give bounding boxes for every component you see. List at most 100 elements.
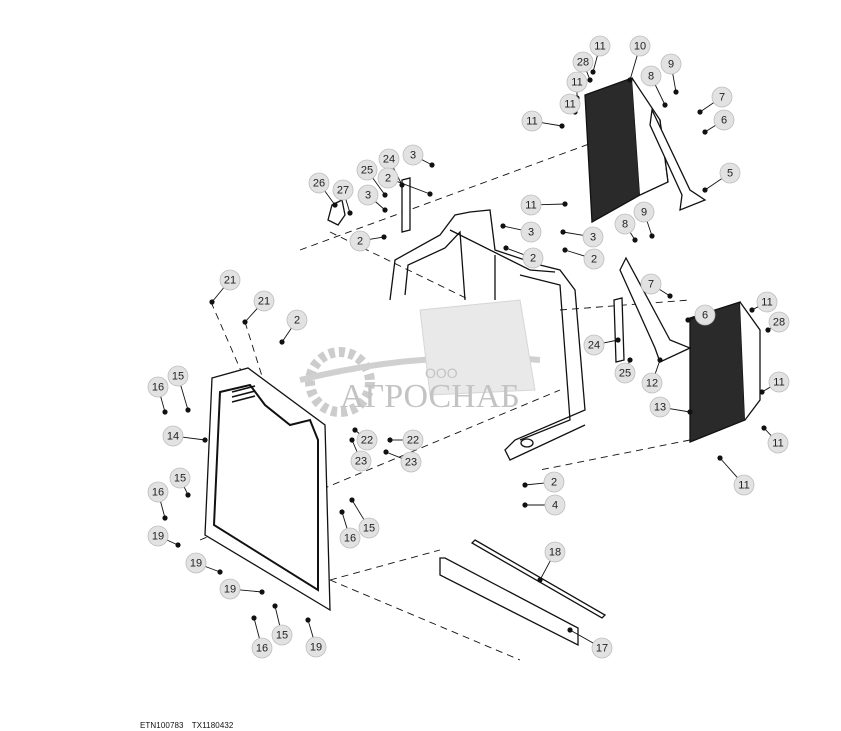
callout-bubble: [339, 527, 361, 549]
callout-23: 23: [349, 437, 372, 472]
leader-line: [564, 249, 585, 257]
callout-number: 15: [174, 473, 186, 485]
callout-11: 11: [521, 110, 565, 132]
callout-bubble: [660, 53, 682, 75]
callout-2: 2: [503, 245, 544, 269]
screen-upper: [584, 77, 669, 224]
fastener-part: [209, 299, 215, 305]
callout-number: 2: [530, 253, 536, 265]
callout-number: 7: [648, 279, 654, 291]
callout-10: 10: [627, 35, 651, 83]
fastener-part: [382, 207, 388, 213]
callout-number: 11: [564, 99, 575, 111]
callout-13: 13: [649, 396, 693, 418]
callout-16: 16: [339, 509, 361, 549]
fastener-part: [749, 307, 755, 313]
callout-number: 22: [407, 435, 419, 447]
callout-bubble: [633, 201, 655, 223]
bracket-26: [327, 199, 346, 226]
callout-bubble: [713, 109, 735, 131]
callout-number: 19: [190, 558, 202, 570]
fastener-part: [562, 247, 568, 253]
callout-number: 8: [648, 71, 654, 83]
callout-12: 12: [641, 357, 663, 394]
fastener-part: [759, 389, 765, 395]
callout-3: 3: [402, 144, 435, 168]
callout-bubble: [768, 311, 790, 333]
seal-strip-24-lower: [613, 297, 625, 363]
fastener-part: [175, 542, 181, 548]
callout-number: 8: [622, 219, 628, 231]
callout-2: 2: [562, 247, 605, 270]
drawing-code: TX1180432: [191, 721, 234, 730]
leader-line: [182, 436, 206, 441]
fastener-part: [305, 617, 311, 623]
callout-number: 19: [152, 531, 164, 543]
leader-line: [397, 181, 431, 195]
callout-bubble: [169, 467, 191, 489]
callout-bubble: [640, 65, 662, 87]
callout-6: 6: [685, 304, 716, 326]
fastener-part: [352, 427, 358, 433]
bracket-arm-lower: [619, 256, 692, 363]
leader-line: [592, 55, 598, 73]
leader-line: [524, 482, 545, 486]
callout-number: 12: [646, 378, 658, 390]
bracket-arm-upper: [649, 107, 707, 212]
fastener-part: [202, 437, 208, 443]
callout-17: 17: [567, 627, 613, 659]
callout-28: 28: [572, 51, 594, 83]
fastener-part: [702, 129, 708, 135]
callout-11: 11: [759, 371, 790, 395]
fastener-part: [562, 201, 568, 207]
fastener-part: [162, 515, 168, 521]
callout-bubble: [694, 304, 716, 326]
callout-15: 15: [271, 603, 293, 646]
callout-26: 26: [308, 172, 338, 208]
callout-bubble: [768, 371, 790, 393]
fastener-part: [673, 89, 679, 95]
callout-11: 11: [520, 194, 568, 216]
fastener-part: [697, 109, 703, 115]
callout-number: 2: [357, 236, 363, 248]
callout-21: 21: [242, 290, 275, 325]
leader-line: [541, 122, 563, 127]
callout-bubble: [520, 221, 542, 243]
callout-4: 4: [522, 494, 566, 516]
watermark-logo: ООО АГРОСНАБ: [299, 299, 541, 417]
callout-number: 21: [224, 275, 236, 287]
fastener-part: [627, 357, 633, 363]
fastener-part: [217, 569, 223, 575]
leader-line: [505, 247, 524, 255]
leader-line: [704, 178, 722, 191]
callout-bubble: [147, 376, 169, 398]
callout-number: 11: [594, 41, 605, 53]
callout-number: 15: [363, 523, 375, 535]
callout-bubble: [522, 247, 544, 269]
callout-bubble: [271, 624, 293, 646]
leader-line: [569, 629, 594, 644]
fastener-part: [627, 77, 633, 83]
fastener-part: [381, 234, 387, 240]
callout-15: 15: [167, 365, 191, 413]
callout-number: 2: [591, 254, 597, 266]
callout-11: 11: [589, 35, 611, 75]
leader-line: [540, 203, 566, 206]
fastener-part: [587, 77, 593, 83]
callout-bubble: [583, 248, 605, 270]
leader-line: [239, 589, 263, 593]
callout-bubble: [543, 471, 565, 493]
callout-number: 7: [719, 92, 725, 104]
callout-19: 19: [219, 578, 265, 600]
callout-18: 18: [537, 541, 566, 583]
callout-3: 3: [560, 226, 604, 248]
callout-number: 11: [773, 377, 784, 389]
callout-bubble: [649, 396, 671, 418]
drawing-reference-codes: ETN100783 TX1180432: [140, 721, 239, 730]
fastener-part: [382, 192, 388, 198]
fastener-part: [279, 339, 285, 345]
callout-25: 25: [356, 159, 388, 198]
callout-bubble: [350, 450, 372, 472]
callout-24: 24: [583, 334, 621, 356]
fastener-part: [717, 455, 723, 461]
